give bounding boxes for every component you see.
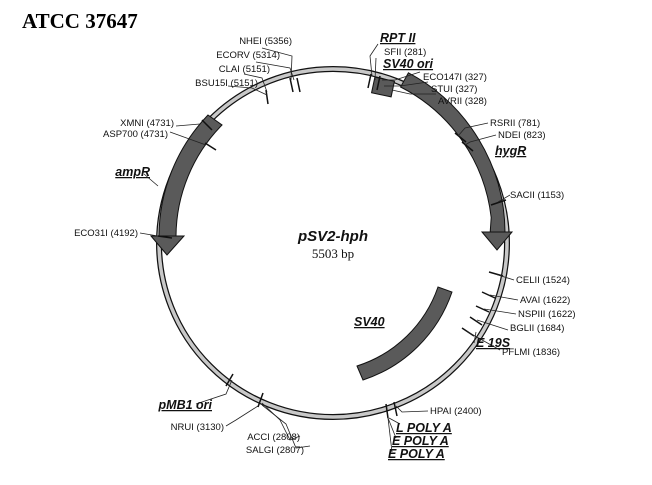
feature-label-e-19s: E 19S — [476, 336, 511, 350]
site-label-ecorv: ECORV (5314) — [216, 50, 280, 61]
feature-label-hygr: hygR — [495, 144, 526, 158]
plasmid-size: 5503 bp — [312, 246, 354, 261]
site-label-sacii: SACII (1153) — [510, 190, 564, 201]
figure-title: ATCC 37647 — [22, 9, 138, 33]
site-label-hpai: HPAI (2400) — [430, 406, 482, 417]
feature-label-e-poly-a-2: E POLY A — [388, 447, 445, 461]
site-label-rsrii: RSRII (781) — [490, 118, 540, 129]
site-label-stui: STUI (327) — [431, 84, 477, 95]
ampr-arrowhead — [149, 235, 186, 256]
site-label-acci: ACCI (2808) — [247, 432, 300, 443]
feature-label-pmb1-ori: pMB1 ori — [158, 398, 213, 412]
site-ticks — [157, 73, 507, 419]
site-label-nspiii: NSPIII (1622) — [518, 309, 576, 320]
site-label-asp700: ASP700 (4731) — [103, 129, 168, 140]
site-label-avrii: AVRII (328) — [438, 96, 487, 107]
feature-label-e-poly-a-1: E POLY A — [392, 434, 449, 448]
feature-label-ampr: ampR — [115, 165, 150, 179]
site-label-bglii: BGLII (1684) — [510, 323, 564, 334]
site-label-clai: CLAI (5151) — [219, 64, 270, 75]
site-label-nhei: NHEI (5356) — [239, 36, 292, 47]
feature-label-sv40-ori: SV40 ori — [383, 57, 434, 71]
site-label-bsu15i: BSU15I (5151) — [195, 78, 258, 89]
ampr-feature-arc — [158, 114, 223, 237]
hygr-arrowhead — [480, 231, 514, 251]
site-label-pflmi: PFLMI (1836) — [502, 347, 560, 358]
site-label-sfii: SFII (281) — [384, 47, 426, 58]
feature-label-l-poly-a: L POLY A — [396, 421, 452, 435]
leader-lines — [139, 43, 519, 453]
sv40-feature-arc — [356, 286, 453, 381]
site-label-salgi: SALGI (2807) — [246, 445, 304, 456]
site-label-xmni: XMNI (4731) — [120, 118, 174, 129]
site-label-eco31i: ECO31I (4192) — [74, 228, 138, 239]
site-label-celii: CELII (1524) — [516, 275, 570, 286]
feature-label-sv40: SV40 — [354, 315, 385, 329]
sv40-ori-box — [370, 76, 396, 98]
site-label-nrui: NRUI (3130) — [171, 422, 224, 433]
site-label-ndei: NDEI (823) — [498, 130, 546, 141]
feature-label-rpt-ii: RPT II — [380, 31, 416, 45]
plasmid-name: pSV2-hph — [297, 228, 368, 245]
site-label-avai: AVAI (1622) — [520, 295, 570, 306]
site-label-eco147i: ECO147I (327) — [423, 72, 487, 83]
